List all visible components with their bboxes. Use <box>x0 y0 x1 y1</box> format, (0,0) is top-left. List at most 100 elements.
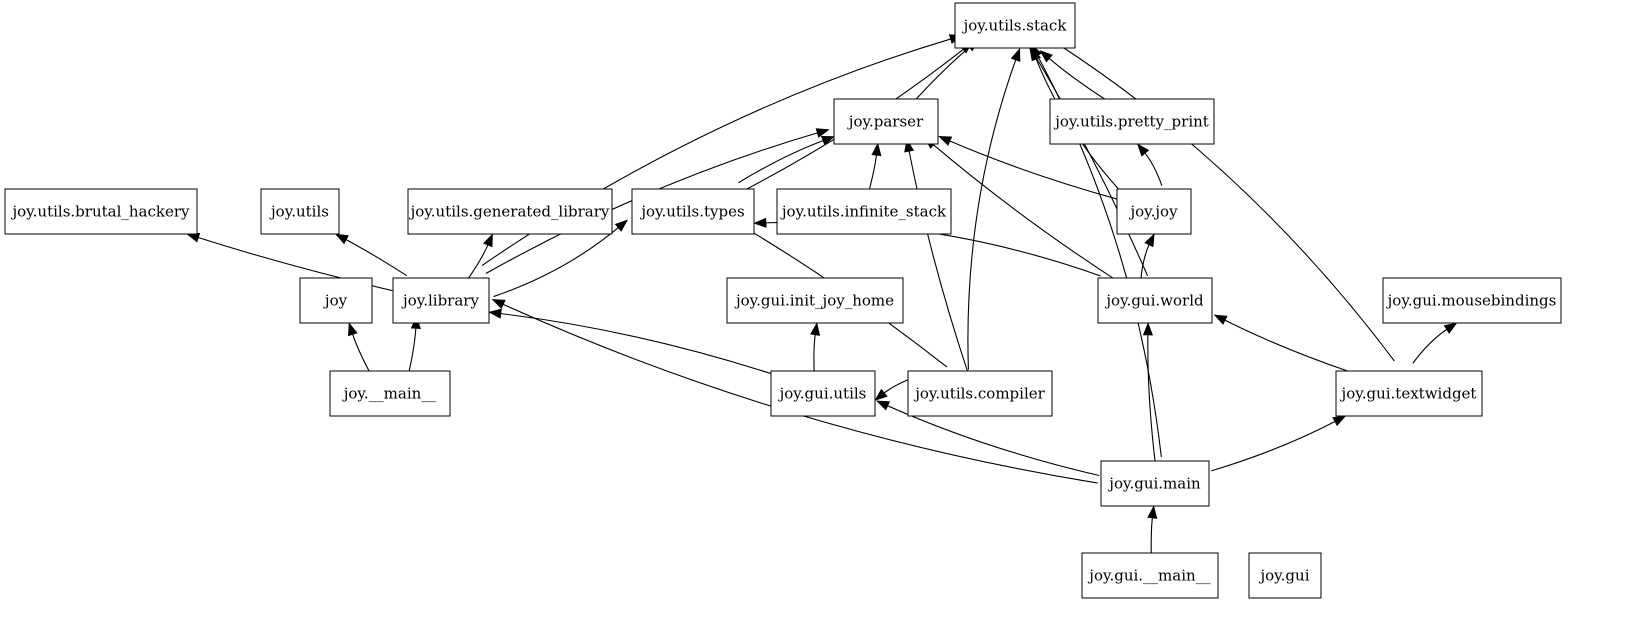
node-joy[interactable]: joy <box>299 277 373 324</box>
node-box[interactable] <box>299 277 373 324</box>
node-label: joy.gui.world <box>1104 292 1204 310</box>
node-box[interactable] <box>1248 552 1322 599</box>
node-box[interactable] <box>726 277 904 324</box>
edge-joy.utils.types-to-joy.parser <box>738 139 826 184</box>
node-joy.__main__[interactable]: joy.__main__ <box>329 370 451 417</box>
node-label: joy.joy <box>1128 203 1178 221</box>
edge-joy.__main__-to-joy.library <box>407 326 417 375</box>
node-joy.gui.main[interactable]: joy.gui.main <box>1100 460 1210 507</box>
node-box[interactable] <box>1100 460 1210 507</box>
edge-arrowhead <box>1213 314 1228 325</box>
node-box[interactable] <box>407 188 613 235</box>
edge-arrowhead <box>1142 322 1153 336</box>
node-joy.utils.compiler[interactable]: joy.utils.compiler <box>907 370 1053 417</box>
node-box[interactable] <box>776 188 952 235</box>
node-box[interactable] <box>392 277 490 324</box>
node-label: joy <box>323 292 348 310</box>
node-joy.gui.world[interactable]: joy.gui.world <box>1097 277 1213 324</box>
edge-arrowhead <box>348 322 358 337</box>
node-joy.gui.__main__[interactable]: joy.gui.__main__ <box>1081 552 1219 599</box>
node-joy.gui.mousebindings[interactable]: joy.gui.mousebindings <box>1382 277 1562 324</box>
node-joy.utils.types[interactable]: joy.utils.types <box>631 188 755 235</box>
edge-joy.gui.utils-to-joy.gui.init_joy_home <box>813 332 816 372</box>
edge-arrowhead <box>815 128 830 138</box>
node-joy.gui[interactable]: joy.gui <box>1248 552 1322 599</box>
edge-joy.gui.textwidget-to-joy.gui.mousebindings <box>1412 327 1449 364</box>
edge-joy.__main__-to-joy <box>351 332 372 375</box>
node-joy.utils[interactable]: joy.utils <box>260 188 340 235</box>
node-joy.gui.init_joy_home[interactable]: joy.gui.init_joy_home <box>726 277 904 324</box>
edge-arrowhead <box>810 322 821 336</box>
edge-arrowhead <box>1332 415 1347 427</box>
edge-joy.utils.infinite_stack-to-joy.parser <box>868 153 878 190</box>
node-label: joy.parser <box>847 113 924 131</box>
node-box[interactable] <box>4 188 198 235</box>
edge-joy.gui.world-to-joy.parser <box>931 143 1119 283</box>
node-box[interactable] <box>260 188 340 235</box>
node-joy.utils.pretty_print[interactable]: joy.utils.pretty_print <box>1049 98 1215 145</box>
node-box[interactable] <box>770 370 876 417</box>
edge-joy.gui.world-to-joy.joy <box>1140 242 1151 279</box>
edge-arrowhead <box>1144 233 1155 248</box>
node-box[interactable] <box>833 98 939 145</box>
node-joy.joy[interactable]: joy.joy <box>1116 188 1192 235</box>
node-label: joy.utils.generated_library <box>409 203 610 221</box>
node-box[interactable] <box>1049 98 1215 145</box>
edge-arrowhead <box>874 388 888 401</box>
node-label: joy.gui.textwidget <box>1340 385 1477 403</box>
node-box[interactable] <box>1335 370 1483 417</box>
edge-joy.gui.textwidget-to-joy.gui.world <box>1223 318 1348 372</box>
node-label: joy.utils.infinite_stack <box>780 203 947 221</box>
edge-arrowhead <box>1010 47 1021 62</box>
node-joy.utils.infinite_stack[interactable]: joy.utils.infinite_stack <box>776 188 952 235</box>
node-label: joy.gui.utils <box>778 385 867 403</box>
edge-arrowhead <box>1136 143 1150 157</box>
node-joy.gui.textwidget[interactable]: joy.gui.textwidget <box>1335 370 1483 417</box>
edge-joy.gui.world-to-joy.utils.stack <box>1034 54 1149 277</box>
node-joy.library[interactable]: joy.library <box>392 277 490 324</box>
edge-joy.parser-to-joy.utils.stack <box>915 45 972 100</box>
node-joy.gui.utils[interactable]: joy.gui.utils <box>770 370 876 417</box>
edge-arrowhead <box>753 217 767 228</box>
node-box[interactable] <box>907 370 1053 417</box>
edge-arrowhead <box>938 136 953 146</box>
edge-arrowhead <box>1039 50 1053 63</box>
node-label: joy.utils.brutal_hackery <box>11 203 191 221</box>
node-label: joy.gui.__main__ <box>1087 567 1211 585</box>
edge-joy.gui.main-to-joy.gui.textwidget <box>1211 420 1337 472</box>
nodes-layer: joy.utils.stack joy.parser joy.utils.prett… <box>4 2 1562 599</box>
node-label: joy.gui.init_joy_home <box>734 292 894 310</box>
node-box[interactable] <box>1081 552 1219 599</box>
edge-arrowhead <box>871 142 882 157</box>
node-label: joy.gui <box>1259 567 1310 585</box>
node-label: joy.utils.stack <box>962 17 1068 35</box>
node-box[interactable] <box>1116 188 1192 235</box>
edge-arrowhead <box>1443 322 1458 334</box>
node-joy.parser[interactable]: joy.parser <box>833 98 939 145</box>
edge-joy.utils.compiler-to-joy.gui.utils <box>882 379 909 395</box>
node-joy.utils.brutal_hackery[interactable]: joy.utils.brutal_hackery <box>4 188 198 235</box>
edge-arrowhead <box>334 233 349 245</box>
edge-joy.joy-to-joy.parser <box>947 139 1118 200</box>
node-label: joy.utils.compiler <box>913 385 1045 403</box>
node-box[interactable] <box>1382 277 1562 324</box>
node-label: joy.gui.mousebindings <box>1386 292 1557 310</box>
edge-arrowhead <box>488 308 502 319</box>
node-box[interactable] <box>631 188 755 235</box>
node-label: joy.utils.pretty_print <box>1053 113 1209 131</box>
node-box[interactable] <box>954 2 1076 49</box>
node-label: joy.utils.types <box>639 203 744 221</box>
edge-joy.utils.compiler-to-joy.parser <box>908 149 969 373</box>
edge-joy.utils.compiler-to-joy.utils.stack <box>967 57 1017 370</box>
node-joy.utils.stack[interactable]: joy.utils.stack <box>954 2 1076 49</box>
node-box[interactable] <box>1097 277 1213 324</box>
node-joy.utils.generated_library[interactable]: joy.utils.generated_library <box>407 188 613 235</box>
edge-arrowhead <box>876 400 891 411</box>
node-label: joy.library <box>401 292 479 310</box>
node-box[interactable] <box>329 370 451 417</box>
edge-joy.utils.pretty_print-to-joy.utils.stack <box>1047 56 1105 100</box>
edge-arrowhead <box>491 299 506 310</box>
edge-joy.gui.__main__-to-joy.gui.main <box>1150 515 1154 554</box>
